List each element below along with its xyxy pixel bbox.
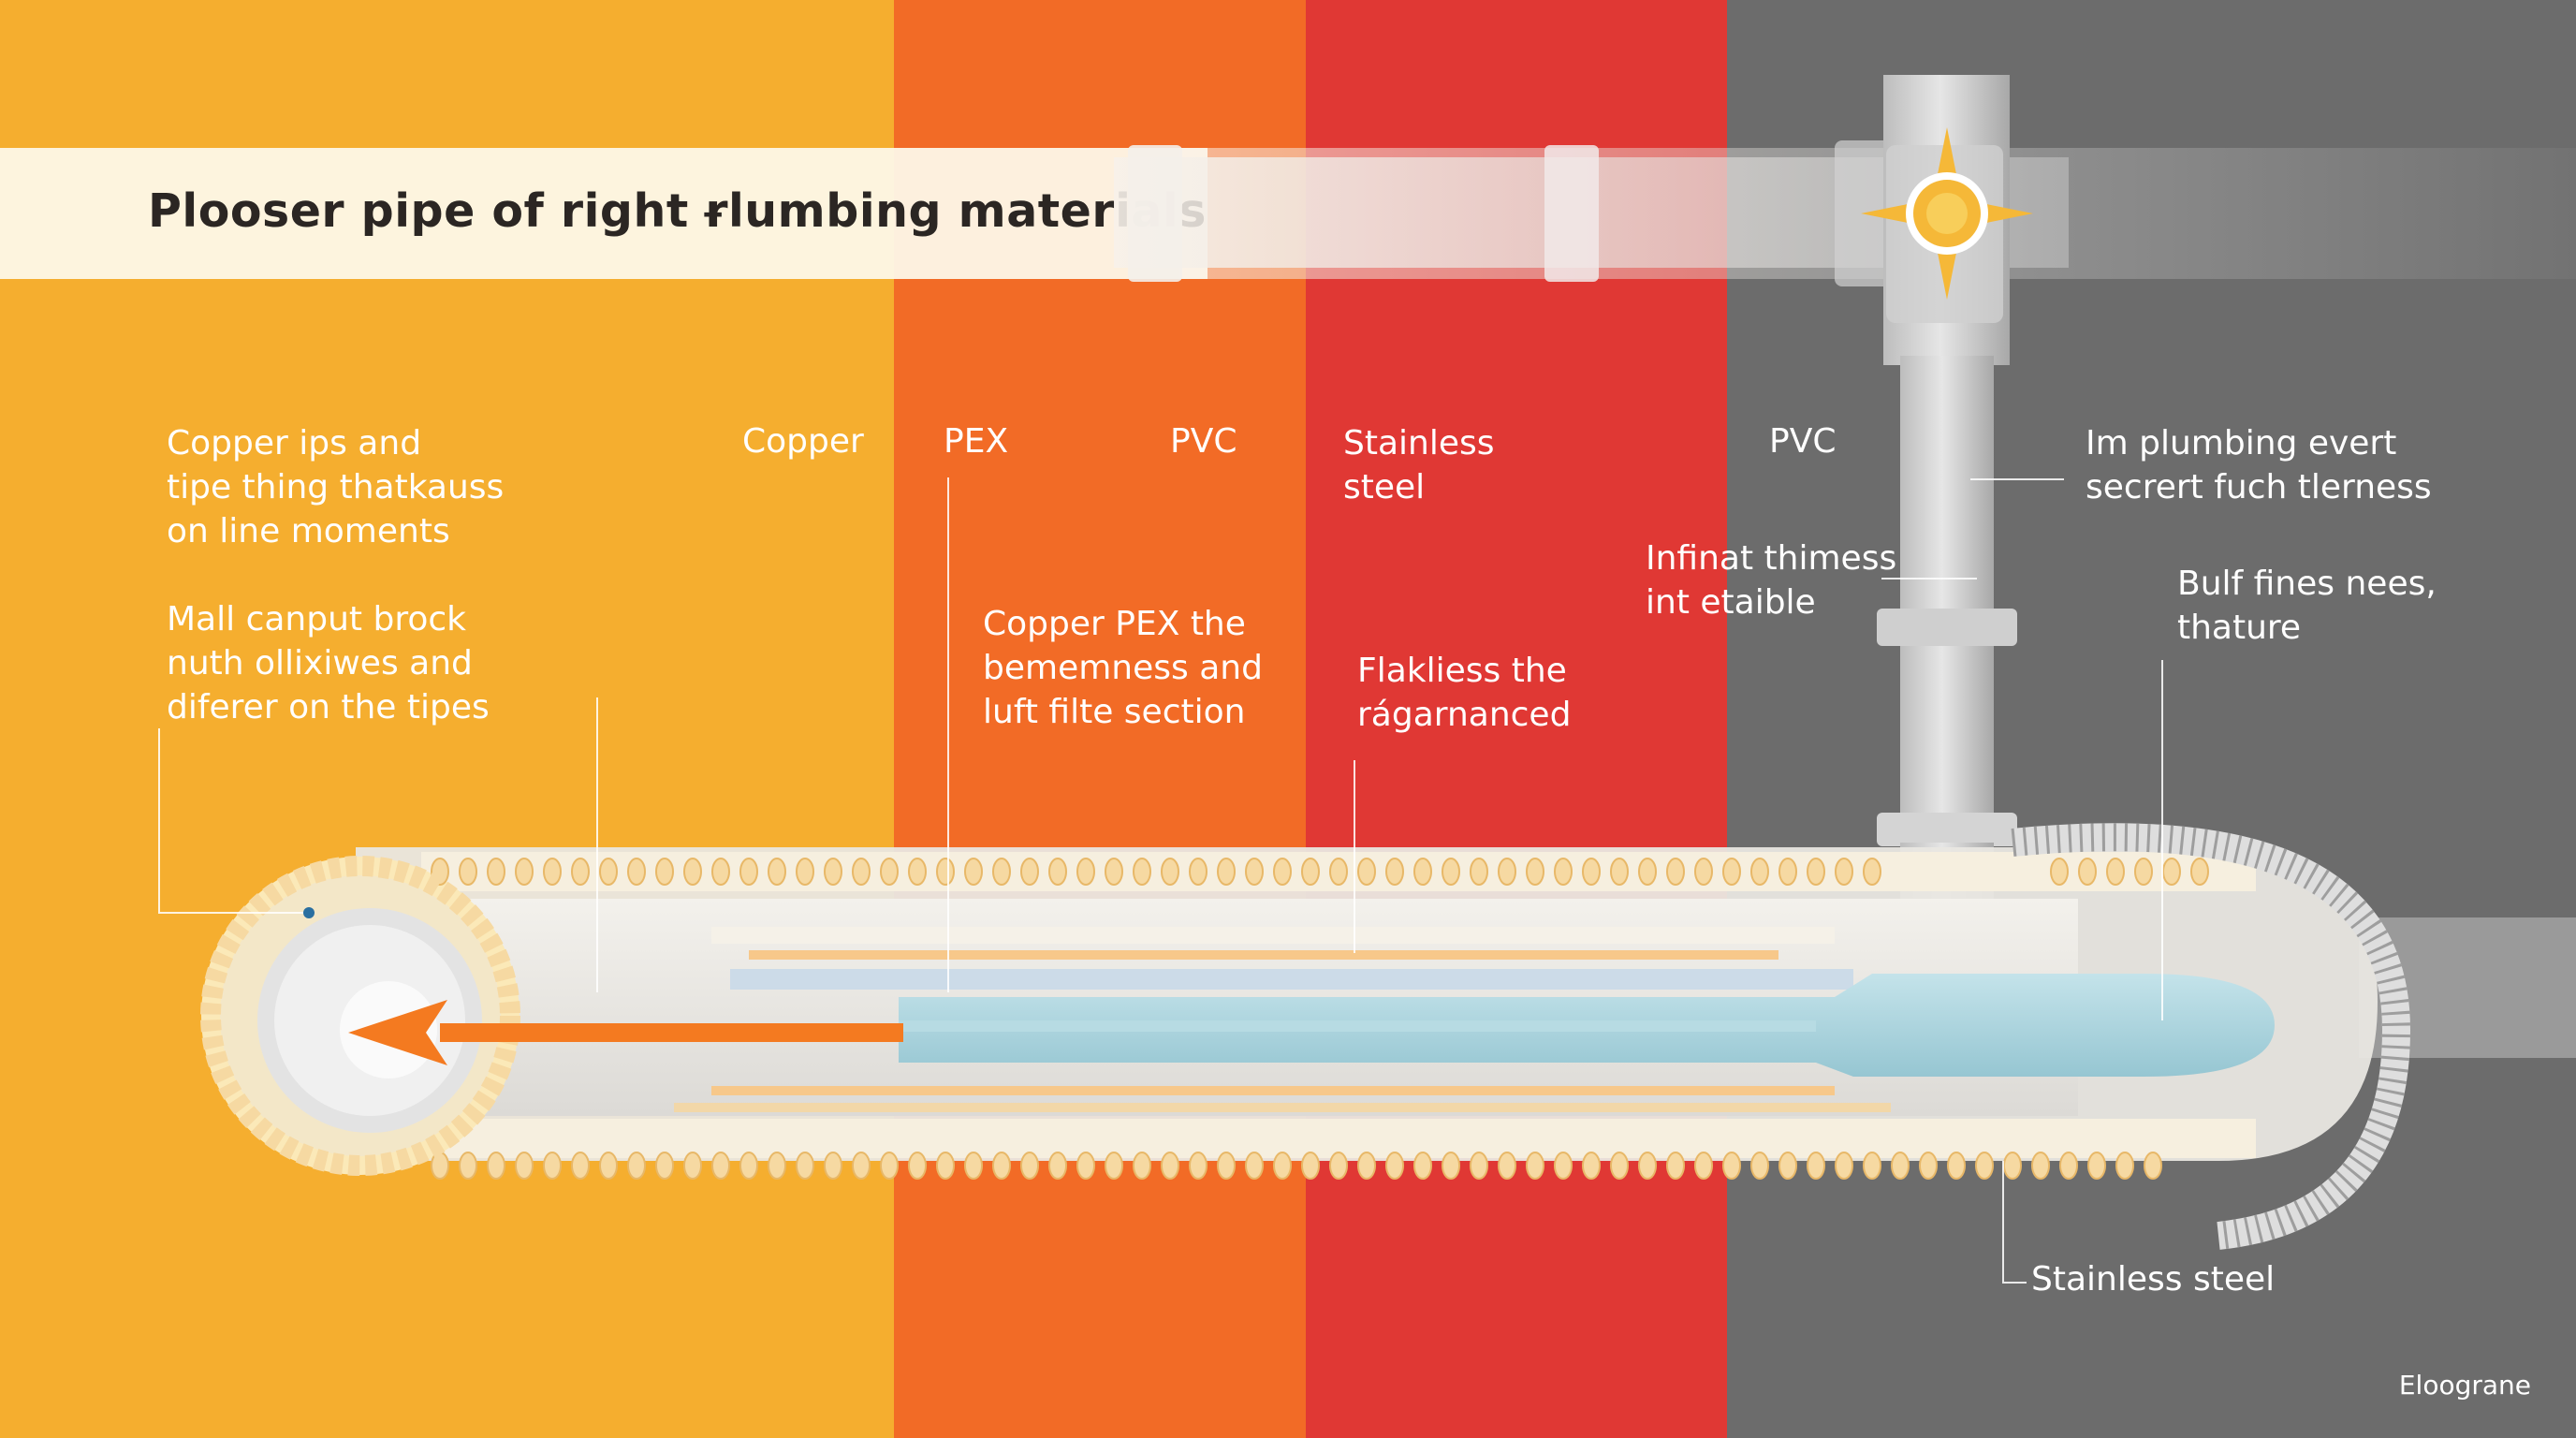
label-copper: Copper: [742, 422, 864, 461]
label-pvc-1: PVC: [1170, 422, 1237, 461]
leader-lines: [158, 477, 2163, 1284]
callout-gray-right-top: Im plumbing evert secrert fuch tlerness: [2086, 424, 2432, 506]
bead-row-top: [431, 858, 2209, 886]
leader-dot: [303, 907, 315, 918]
title-bar: [0, 148, 1208, 279]
page-title: Plooser pipe of right ɍlumbing materials: [148, 184, 1207, 238]
callout-yellow-mid: Mall canput brock nuth ollixiwes and dif…: [167, 600, 490, 726]
bead-row-bottom: [431, 1152, 2162, 1180]
callout-orange-mid: Copper PEX the bememness and luft filte …: [983, 605, 1263, 731]
callout-red-mid: Flakliess the rágarnanced: [1357, 652, 1572, 734]
label-stainless: Stainless steel: [1343, 424, 1495, 506]
callout-gray-bottom: Stainless steel: [2031, 1260, 2276, 1299]
callout-gray-right-mid: Bulf fines nees, thature: [2177, 565, 2437, 647]
label-pex: PEX: [944, 422, 1009, 461]
label-pvc-2: PVC: [1769, 422, 1837, 461]
valve-star-icon: [1861, 127, 2033, 300]
callout-gray-infinat: Infinat thimess int etaible: [1646, 539, 1897, 622]
main-pipe: [200, 823, 2411, 1250]
callout-yellow-top: Copper ips and tipe thing thatkauss on l…: [167, 424, 505, 550]
flow-arrow-icon: [348, 1000, 903, 1065]
credit-text: Eloograne: [2398, 1370, 2531, 1401]
